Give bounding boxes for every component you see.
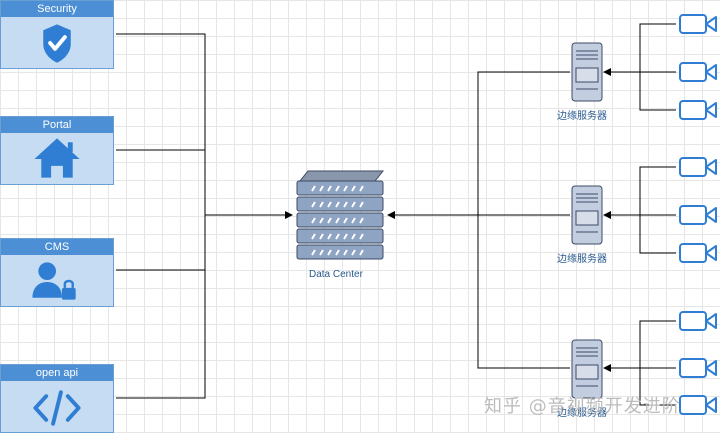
connector-openapi — [116, 215, 206, 399]
video-camera-icon — [679, 62, 717, 82]
cam-link-1a — [639, 23, 676, 72]
video-camera-icon — [679, 205, 717, 225]
cam-link-1c — [639, 72, 676, 111]
edge-server-label: 边缘服务器 — [557, 408, 607, 419]
module-portal[interactable]: Portal — [0, 116, 114, 185]
data-center-label: Data Center — [309, 269, 363, 280]
video-camera-icon — [679, 14, 717, 34]
code-icon — [33, 390, 81, 426]
module-title: Portal — [1, 117, 113, 133]
cam-link-2c — [639, 215, 676, 254]
video-camera-icon — [679, 395, 717, 415]
video-camera-icon — [679, 243, 717, 263]
connector-security — [116, 33, 206, 215]
module-title: open api — [1, 365, 113, 381]
left-connectors — [116, 33, 293, 399]
user-lock-icon — [32, 262, 76, 300]
module-security[interactable]: Security — [0, 0, 114, 69]
camera-connectors — [603, 23, 676, 406]
module-title: Security — [1, 1, 113, 17]
module-title: CMS — [1, 239, 113, 255]
home-icon — [34, 138, 80, 178]
shield-check-icon — [43, 24, 71, 63]
video-camera-icon — [679, 311, 717, 331]
cam-link-3a — [639, 320, 676, 368]
edge-server-label: 边缘服务器 — [557, 111, 607, 122]
module-cms[interactable]: CMS — [0, 238, 114, 307]
server-tower-icon — [571, 185, 603, 245]
server-tower-icon — [571, 42, 603, 102]
server-rack-icon — [296, 170, 385, 260]
server-tower-icon — [571, 339, 603, 399]
cam-link-2a — [639, 166, 676, 215]
right-connectors — [387, 71, 570, 369]
edge-trunk — [477, 71, 570, 369]
video-camera-icon — [679, 100, 717, 120]
edge-server-label: 边缘服务器 — [557, 254, 607, 265]
cam-link-3c — [639, 368, 676, 406]
video-camera-icon — [679, 157, 717, 177]
module-open-api[interactable]: open api — [0, 364, 114, 433]
watermark: 知乎 @音视频开发进阶 — [484, 396, 681, 417]
video-camera-icon — [679, 358, 717, 378]
